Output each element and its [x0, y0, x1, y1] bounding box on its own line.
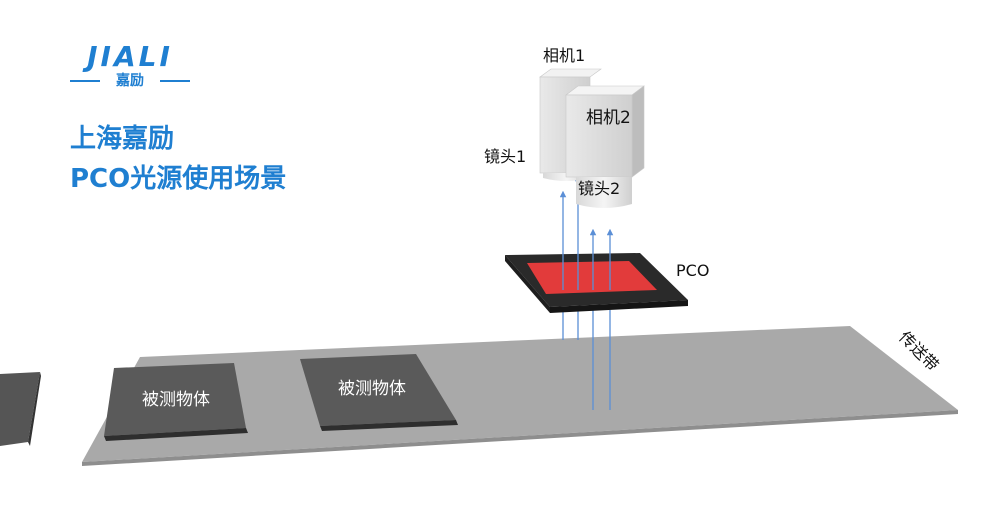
conveyor-edge [82, 410, 958, 466]
object-1: 被测物体 [104, 363, 248, 441]
pco-light-source: PCO [505, 253, 709, 313]
lens-2-label: 镜头2 [578, 179, 620, 198]
object-1-top [104, 363, 246, 436]
camera-1-label: 相机1 [543, 46, 585, 65]
camera-2-top [565, 85, 645, 96]
pco-frame-side [505, 255, 550, 313]
title-line2: PCO光源使用场景 [70, 164, 287, 194]
pco-light-panel [527, 261, 657, 294]
camera-2: 相机2 镜头2 [565, 85, 645, 208]
rays-lower [562, 310, 611, 410]
object-2-top [300, 354, 456, 426]
lens-1-label: 镜头1 [484, 147, 526, 166]
logo-subtext: 嘉励 [116, 73, 144, 89]
camera-2-side [631, 85, 645, 178]
object-2-label: 被测物体 [338, 379, 406, 399]
object-partial-top [0, 372, 40, 446]
logo-line-left [70, 80, 100, 82]
logo-text: JIALI [87, 40, 173, 73]
camera-2-label: 相机2 [586, 108, 631, 128]
logo-line-right [160, 80, 190, 82]
camera-2-lens [576, 177, 632, 208]
pco-frame-edge [550, 300, 688, 313]
camera-1-top [539, 68, 602, 78]
object-2: 被测物体 [300, 354, 458, 431]
brand-logo: JIALI 嘉励 [70, 40, 200, 90]
object-1-edge [104, 428, 248, 441]
camera-2-body [565, 94, 633, 178]
pco-label: PCO [676, 261, 709, 280]
object-partial-side [28, 372, 41, 446]
title-line1: 上海嘉励 [70, 124, 175, 154]
object-partial [0, 372, 41, 446]
object-2-edge [320, 420, 458, 431]
object-1-label: 被测物体 [142, 390, 210, 410]
